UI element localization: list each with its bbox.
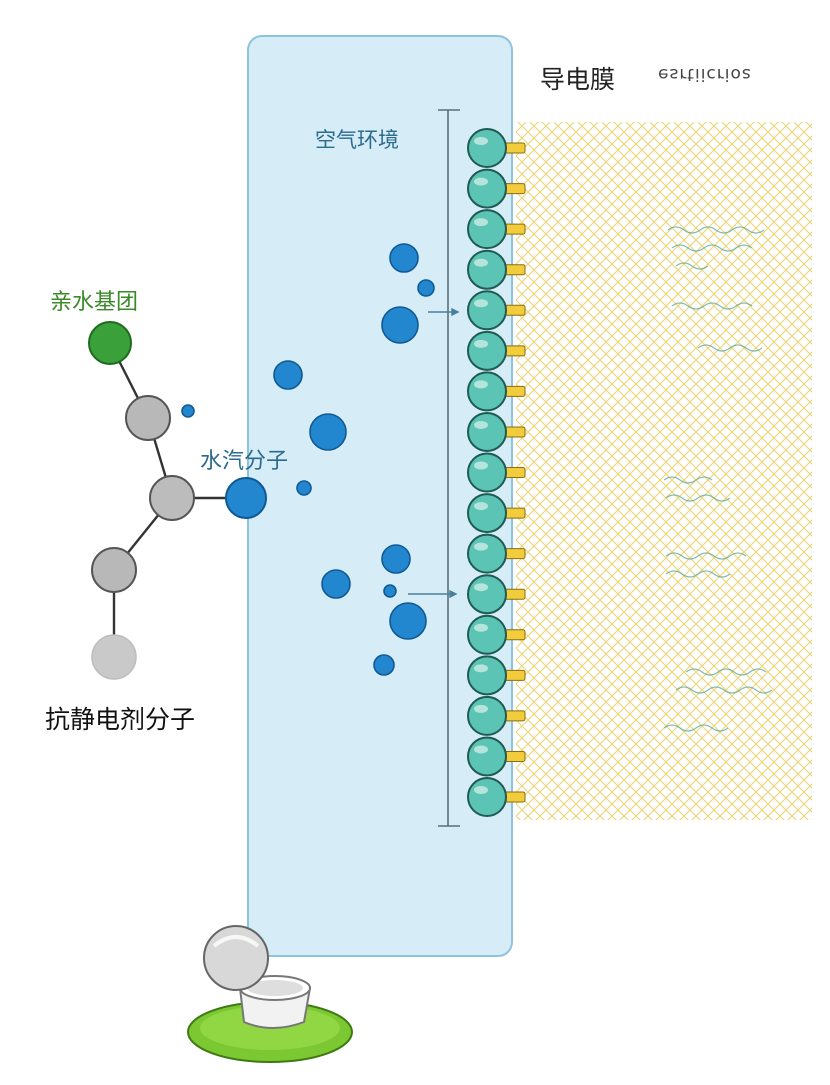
surface-molecule-bead <box>467 128 507 168</box>
bead-highlight <box>474 745 488 754</box>
air-environment-label: 空气环境 <box>315 128 399 152</box>
hydrophilic-group-label: 亲水基团 <box>50 290 139 315</box>
film-scribbles <box>663 226 773 732</box>
conductive-film-mesh <box>516 122 812 820</box>
agent-atom <box>91 634 137 680</box>
bead-highlight <box>474 461 488 470</box>
conductive-film-label: 导电膜 <box>540 65 616 94</box>
water-molecule <box>181 404 195 418</box>
bead-highlight <box>474 583 488 592</box>
base-cup-illustration <box>187 925 353 1063</box>
water-molecule <box>381 306 419 344</box>
agent-atom <box>91 547 137 593</box>
water-molecule <box>309 413 347 451</box>
mirrored-text: esrtiicrioƨ <box>658 64 752 84</box>
bead-highlight <box>474 137 488 145</box>
surface-molecule-bead <box>467 452 507 493</box>
antistatic-agent-label: 抗静电剂分子 <box>45 705 196 734</box>
surface-molecule-bead <box>467 249 507 290</box>
bead-highlight <box>474 380 488 389</box>
bead-highlight <box>474 664 488 673</box>
surface-molecule-bead <box>467 777 507 817</box>
bead-highlight <box>474 177 488 186</box>
bead-highlight <box>474 542 488 551</box>
agent-atom <box>125 395 171 441</box>
surface-molecule-bead <box>467 209 507 250</box>
water-molecule <box>383 584 397 598</box>
water-molecule <box>417 279 435 297</box>
water-molecule <box>321 569 351 599</box>
bead-highlight <box>474 299 488 308</box>
surface-molecule-column <box>467 128 526 817</box>
surface-molecule-bead <box>467 574 507 615</box>
surface-molecule-bead <box>467 290 507 331</box>
antistatic-agent-molecule <box>88 321 267 680</box>
pointer-arrows <box>408 307 460 599</box>
water-molecule <box>389 243 419 273</box>
surface-molecule-bead <box>467 533 507 574</box>
surface-molecule-bead <box>467 695 507 736</box>
bead-highlight <box>474 623 488 632</box>
water-vapor-label: 水汽分子 <box>200 449 289 474</box>
agent-atom <box>149 475 195 521</box>
surface-molecule-bead <box>467 493 507 534</box>
air-environment-panel <box>247 35 513 957</box>
water-molecule <box>381 544 411 574</box>
surface-molecule-bead <box>467 655 507 696</box>
surface-molecule-bead <box>467 411 507 452</box>
bead-highlight <box>474 502 488 511</box>
bound-water-molecule <box>225 477 267 519</box>
hydrophilic-group-atom <box>88 321 132 365</box>
bead-highlight <box>474 420 488 429</box>
bead-highlight <box>474 218 488 227</box>
surface-molecule-bead <box>467 330 507 371</box>
surface-molecule-bead <box>467 736 507 777</box>
water-molecule <box>389 602 427 640</box>
bead-highlight <box>474 258 488 267</box>
water-molecule <box>296 480 312 496</box>
water-vapor-molecules <box>181 243 435 676</box>
surface-bracket <box>438 109 460 827</box>
surface-molecule-bead <box>467 614 507 655</box>
water-molecule <box>373 654 395 676</box>
bead-highlight <box>474 786 488 794</box>
bead-highlight <box>474 704 488 713</box>
water-molecule <box>273 360 303 390</box>
surface-molecule-bead <box>467 168 507 209</box>
surface-molecule-bead <box>467 371 507 412</box>
bead-highlight <box>474 339 488 348</box>
